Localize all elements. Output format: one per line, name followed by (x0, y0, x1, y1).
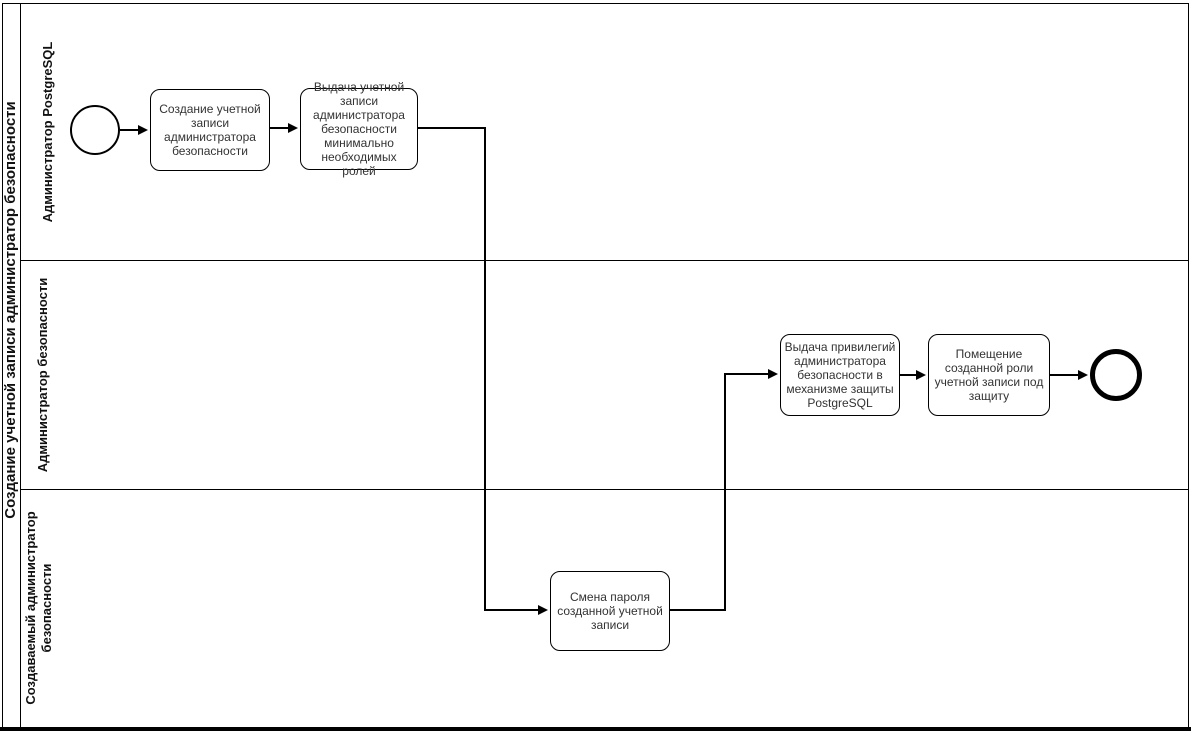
lane-label-created-security-admin: Создаваемый администратор безопасности (23, 511, 54, 705)
flow-arrowhead-icon (768, 369, 778, 379)
canvas-bottom-edge (0, 727, 1191, 731)
lane-label-administrator-postgresql: Администратор PostgreSQL (40, 41, 55, 223)
task-protect-created-role: Помещение созданной роли учетной записи … (928, 334, 1050, 416)
flow-segment (724, 373, 726, 611)
flow-segment (724, 373, 770, 375)
pool-title: Создание учетной записи администратор бе… (2, 101, 19, 519)
flow-segment (120, 129, 140, 131)
task-issue-account-minimal-roles: Выдача учетной записи администратора без… (300, 80, 418, 178)
flow-segment (418, 127, 486, 129)
flow-segment (270, 127, 290, 129)
flow-arrowhead-icon (288, 123, 298, 133)
flow-arrowhead-icon (1078, 370, 1088, 380)
task-grant-security-admin-privileges: Выдача привилегий администратора безопас… (780, 334, 900, 416)
start-event (70, 105, 120, 155)
flow-segment (670, 609, 726, 611)
flow-segment (484, 609, 540, 611)
lane-label-administrator-security: Администратор безопасности (35, 277, 50, 473)
flow-arrowhead-icon (916, 370, 926, 380)
flow-segment (900, 374, 918, 376)
lane-divider (21, 489, 1188, 490)
bpmn-pool (2, 3, 1189, 729)
flow-segment (1050, 374, 1080, 376)
task-create-security-admin-account: Создание учетной записи администратора б… (150, 89, 270, 171)
task-change-password: Смена пароля созданной учетной записи (550, 571, 670, 651)
flow-arrowhead-icon (538, 605, 548, 615)
flow-segment (484, 127, 486, 611)
flow-arrowhead-icon (138, 125, 148, 135)
lane-divider (21, 260, 1188, 261)
end-event (1090, 349, 1142, 401)
pool-title-separator (20, 3, 21, 728)
